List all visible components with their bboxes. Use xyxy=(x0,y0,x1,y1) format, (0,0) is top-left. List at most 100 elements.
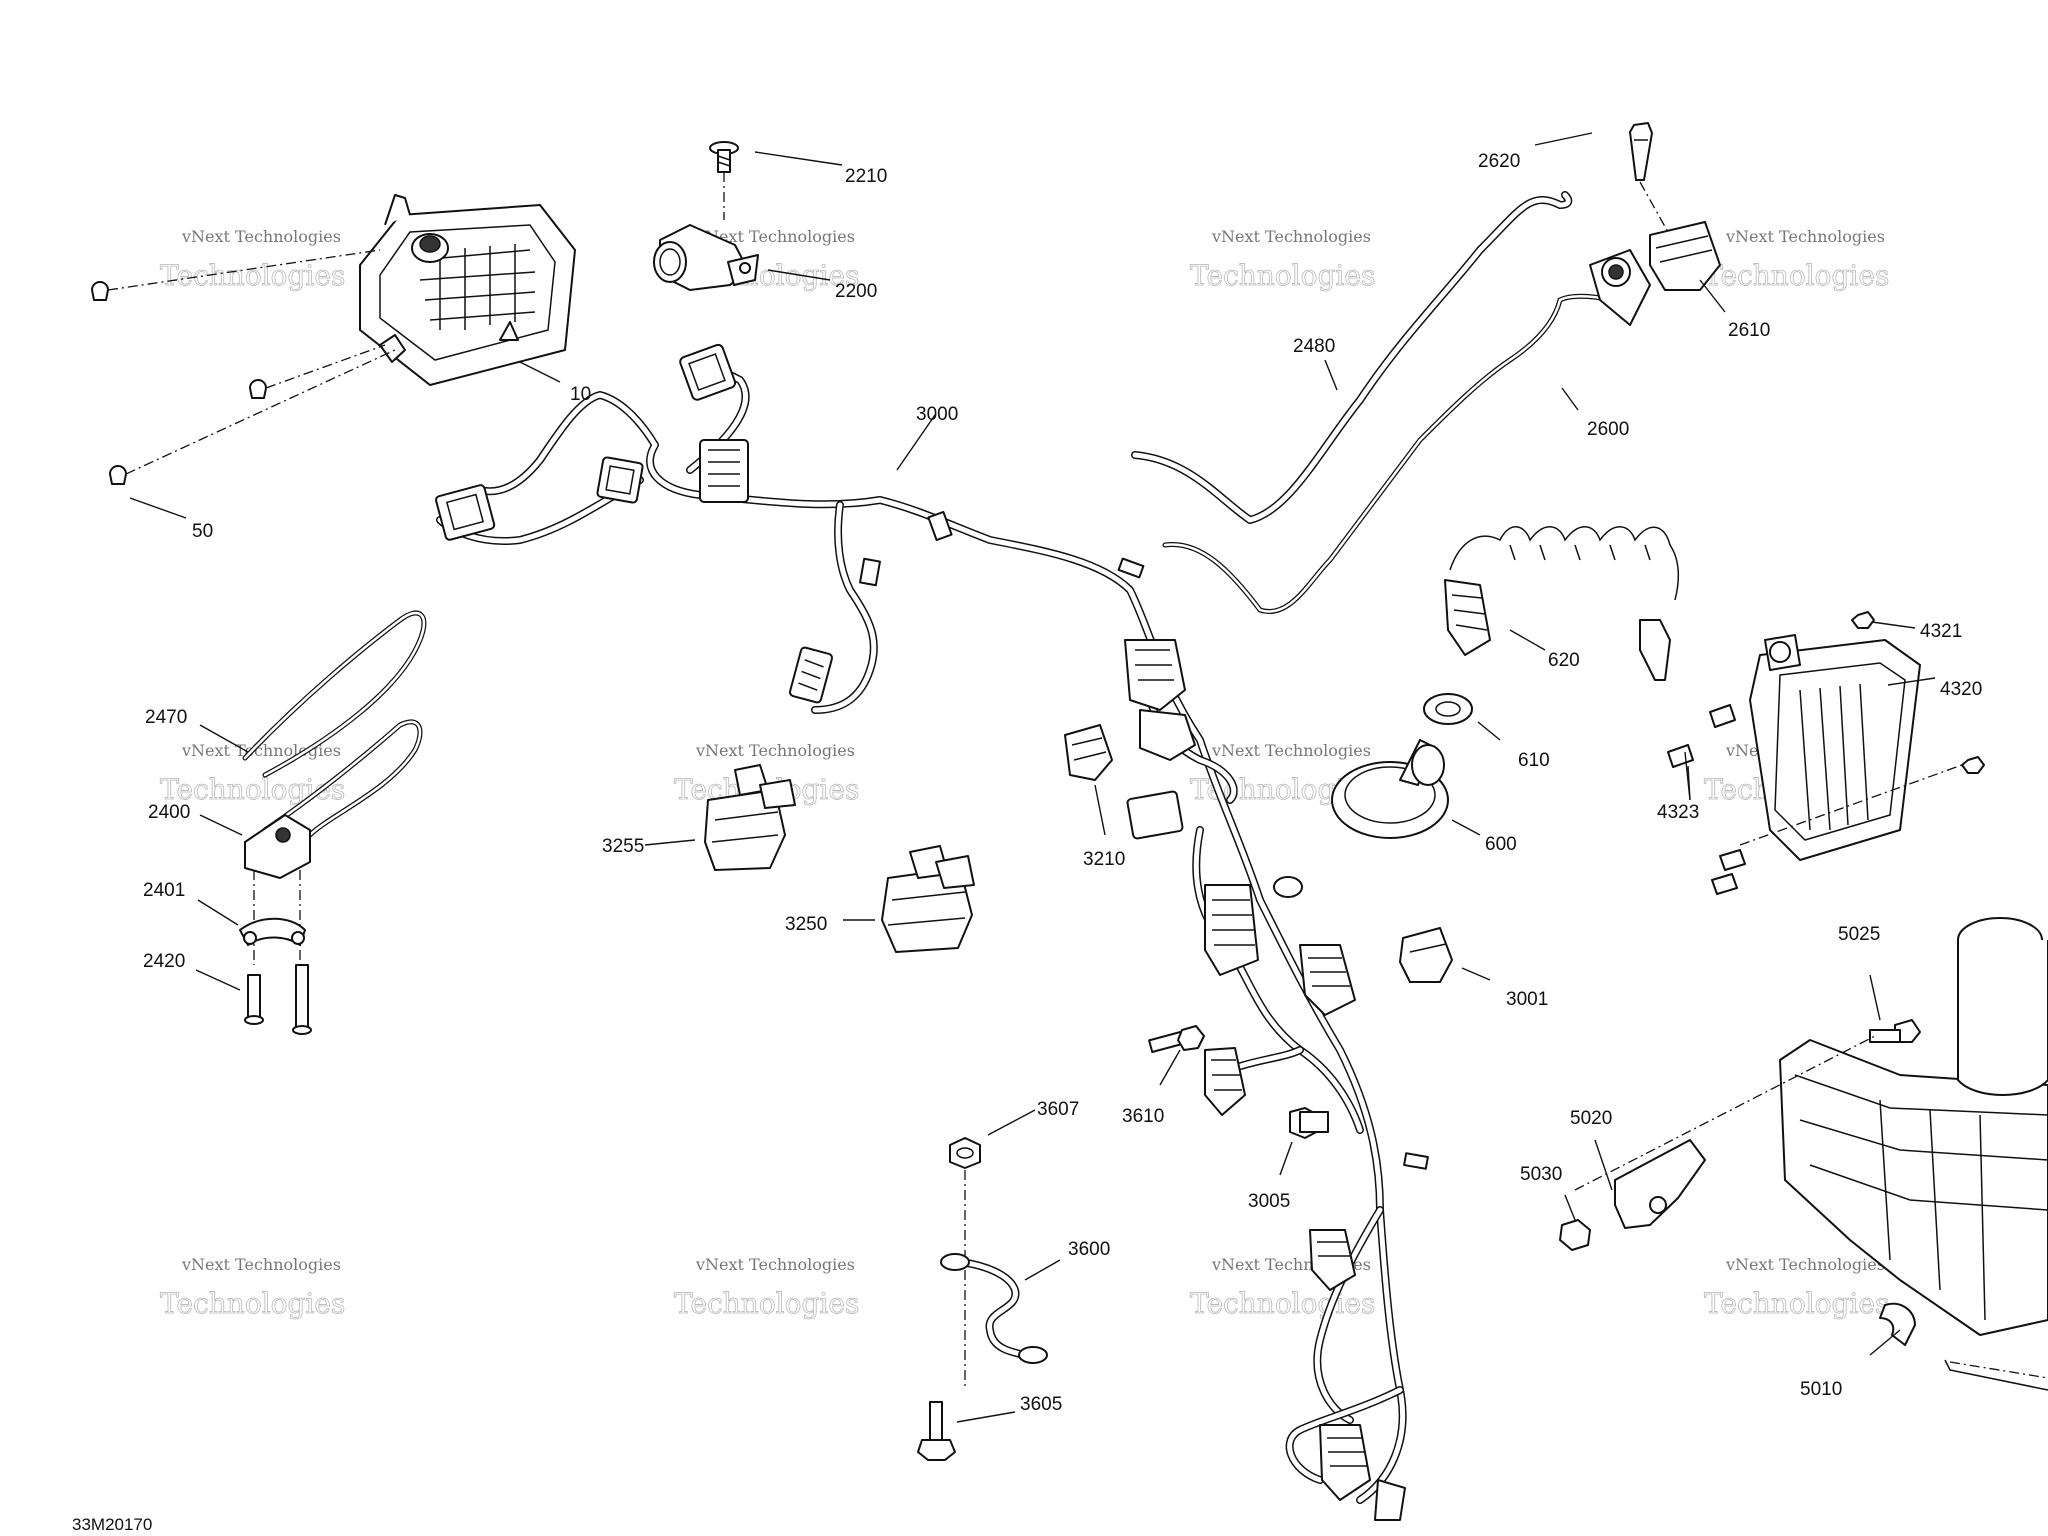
screw-50-b[interactable] xyxy=(249,379,267,399)
stud-4323-d[interactable] xyxy=(1711,873,1738,895)
connector-c[interactable] xyxy=(596,456,644,504)
clamp-2401[interactable] xyxy=(239,917,306,946)
callout-5010: 5010 xyxy=(1800,1379,1842,1400)
pin-2620[interactable] xyxy=(1629,122,1653,181)
assembly-line xyxy=(107,249,381,291)
connector-f[interactable] xyxy=(1124,639,1186,711)
connector-e[interactable] xyxy=(788,646,834,704)
nut-3607[interactable] xyxy=(949,1137,981,1169)
connector-k[interactable] xyxy=(1309,1229,1356,1291)
watermark-top-right: vNext Technologies Technologies xyxy=(1704,227,1890,292)
callout-3607: 3607 xyxy=(1037,1099,1079,1120)
module-2610[interactable] xyxy=(1649,221,1721,291)
screw-50-a[interactable] xyxy=(91,281,109,301)
callout-610: 610 xyxy=(1518,750,1550,771)
connector-n[interactable] xyxy=(1126,790,1184,840)
wire-2600[interactable] xyxy=(1162,293,1613,615)
sensor-bracket-2600[interactable] xyxy=(1589,249,1651,326)
callout-5030: 5030 xyxy=(1520,1164,1562,1185)
connector-g[interactable] xyxy=(1139,709,1196,761)
stud-4323-b[interactable] xyxy=(1667,744,1694,768)
coiled-cable-620[interactable] xyxy=(1444,526,1680,681)
connector-d[interactable] xyxy=(699,439,749,503)
nut-4321-b[interactable] xyxy=(1961,756,1985,774)
watermark-text: vNext Technologies xyxy=(695,227,855,246)
tube-2480[interactable] xyxy=(1131,191,1573,524)
stud-4323-c[interactable] xyxy=(1719,849,1746,871)
watermark-outline-text: Technologies xyxy=(160,1287,345,1320)
bolt-5025[interactable] xyxy=(1869,1019,1921,1043)
connector-block-h[interactable] xyxy=(1204,884,1259,976)
stud-4323-a[interactable] xyxy=(1709,704,1736,728)
ground-cable-3600[interactable] xyxy=(940,1253,1048,1364)
callout-2401: 2401 xyxy=(143,880,185,901)
callout-4323: 4323 xyxy=(1657,802,1699,823)
watermark-outline-text: Technologies xyxy=(1190,259,1375,292)
watermark-text: vNext Technologies xyxy=(1211,227,1371,246)
bolt-2210[interactable] xyxy=(709,141,739,173)
connector-a[interactable] xyxy=(435,484,496,541)
watermark-outline-text: Technologies xyxy=(674,1287,859,1320)
watermark-text: vNext Technologies xyxy=(181,1255,341,1274)
connector-b[interactable] xyxy=(679,343,737,401)
callout-3610: 3610 xyxy=(1122,1106,1164,1127)
stud-3610[interactable] xyxy=(1148,1025,1205,1053)
clip-2400[interactable] xyxy=(244,814,311,879)
callout-2610: 2610 xyxy=(1728,320,1770,341)
connector-3001[interactable] xyxy=(1399,927,1453,983)
watermark-top-left: vNext Technologies Technologies xyxy=(160,227,346,292)
callout-3005: 3005 xyxy=(1248,1191,1290,1212)
sensor-2200[interactable] xyxy=(653,224,759,291)
watermarks: vNext Technologies Technologies vNext Te… xyxy=(160,227,1890,1320)
watermark-outline-text: Technologies xyxy=(1704,1287,1889,1320)
bolt-3605[interactable] xyxy=(917,1401,956,1461)
screw-50-c[interactable] xyxy=(109,465,127,485)
assembly-line xyxy=(1574,1035,1876,1191)
battery-tray-assembly[interactable] xyxy=(1779,917,2048,1336)
connector-3210[interactable] xyxy=(1064,724,1113,781)
switch-3250[interactable] xyxy=(881,845,975,953)
callout-3255: 3255 xyxy=(602,836,644,857)
watermark-outline-text: Technologies xyxy=(1704,259,1889,292)
watermark-bottom-right: vNext Technologies Technologies xyxy=(1704,1255,1890,1320)
clip-5010[interactable] xyxy=(1879,1302,1916,1346)
nut-5030[interactable] xyxy=(1559,1219,1591,1251)
ecu-4320[interactable] xyxy=(1749,634,1921,861)
watermark-text: vNext Technologies xyxy=(1725,227,1885,246)
connector-o[interactable] xyxy=(1273,876,1303,898)
callout-2620: 2620 xyxy=(1478,151,1520,172)
fuse-box-part[interactable] xyxy=(359,194,576,386)
edge-part-line xyxy=(1944,1359,2048,1391)
cable-tie-2470[interactable] xyxy=(242,610,427,838)
bolt-2420-b[interactable] xyxy=(292,964,312,1035)
switch-3255[interactable] xyxy=(704,764,796,871)
watermark-top-mid-right: vNext Technologies Technologies xyxy=(1190,227,1376,292)
bolt-2420-a[interactable] xyxy=(244,974,264,1025)
connector-i[interactable] xyxy=(1299,944,1356,1016)
connector-j[interactable] xyxy=(1204,1047,1246,1116)
gear-selector-600[interactable] xyxy=(1331,739,1449,839)
watermark-text: vNext Technologies xyxy=(181,227,341,246)
watermark-text: vNext Technologies xyxy=(1725,1255,1885,1274)
callout-2470: 2470 xyxy=(145,707,187,728)
watermark-text: vNext Technologies xyxy=(695,741,855,760)
callout-2600: 2600 xyxy=(1587,419,1629,440)
grommet-610[interactable] xyxy=(1423,693,1473,725)
callout-2400: 2400 xyxy=(148,802,190,823)
callout-2480: 2480 xyxy=(1293,336,1335,357)
callout-3000: 3000 xyxy=(916,404,958,425)
callout-2420: 2420 xyxy=(143,951,185,972)
nut-3005[interactable] xyxy=(1289,1107,1329,1139)
watermark-outline-text: Technologies xyxy=(160,773,345,806)
connector-m[interactable] xyxy=(1374,1479,1406,1521)
callout-3605: 3605 xyxy=(1020,1394,1062,1415)
leader-lines xyxy=(129,132,1936,1423)
assembly-line xyxy=(1639,181,1669,233)
connector-l[interactable] xyxy=(1319,1424,1371,1501)
bracket-5020[interactable] xyxy=(1614,1139,1706,1229)
watermark-bottom-left: vNext Technologies Technologies xyxy=(160,1255,346,1320)
nut-4321-a[interactable] xyxy=(1851,611,1875,629)
callout-3600: 3600 xyxy=(1068,1239,1110,1260)
callout-10: 10 xyxy=(570,384,591,405)
callout-labels: 2210 2200 10 50 3000 2620 2610 2480 2600… xyxy=(143,151,1982,1415)
